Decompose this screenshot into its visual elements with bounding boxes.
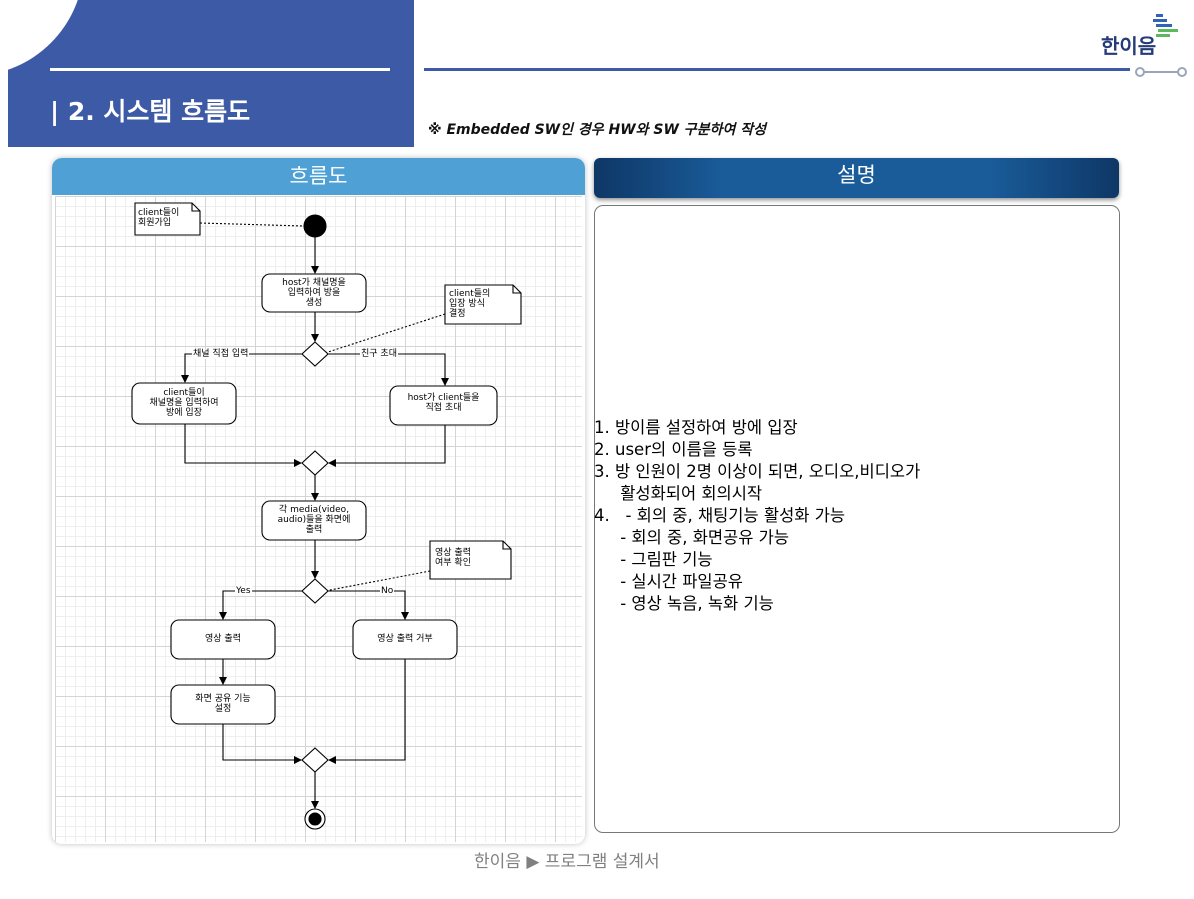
description-line: - 그림판 기능 bbox=[594, 550, 713, 569]
description-line: 3. 방 인원이 2명 이상이 되면, 오디오,비디오가 bbox=[594, 462, 921, 481]
node-line: audio)들을 화면에 bbox=[277, 515, 351, 525]
note-line: 여부 확인 bbox=[435, 558, 471, 568]
node-line: 생성 bbox=[305, 298, 323, 308]
node-line: 설정 bbox=[214, 704, 232, 714]
node-line: 영상 출력 거부 bbox=[377, 634, 433, 644]
note-entry-method: client들의 입장 방식 결정 bbox=[449, 289, 490, 319]
note-line: 회원가입 bbox=[138, 218, 172, 228]
flow-canvas: client들이 회원가입 client들의 입장 방식 결정 영상 출력 여부… bbox=[55, 196, 582, 842]
description-line: 1. 방이름 설정하여 방에 입장 bbox=[594, 418, 798, 437]
description-line: - 실시간 파일공유 bbox=[594, 572, 743, 591]
node-media-output: 각 media(video, audio)들을 화면에 출력 bbox=[262, 505, 366, 535]
flow-panel: 흐름도 bbox=[52, 158, 585, 844]
node-line: 방에 입장 bbox=[166, 408, 202, 418]
note-line: 입장 방식 bbox=[449, 299, 485, 309]
node-line: 입력하여 방을 bbox=[287, 288, 341, 298]
node-video-output: 영상 출력 bbox=[171, 634, 275, 644]
node-host-create-shape bbox=[261, 273, 367, 313]
node-line: host가 client들을 bbox=[407, 393, 480, 403]
decision-video-diamond bbox=[301, 578, 329, 604]
description-line: - 회의 중, 화면공유 가능 bbox=[594, 528, 790, 547]
node-screen-share: 화면 공유 기능 설정 bbox=[171, 694, 275, 714]
decision-entry-diamond bbox=[301, 341, 329, 367]
edge-label-direct-input: 채널 직접 입력 bbox=[192, 349, 250, 359]
description-box bbox=[594, 205, 1120, 833]
node-host-invite-shape bbox=[389, 385, 498, 426]
logo-icon bbox=[1135, 14, 1187, 77]
node-client-direct-shape bbox=[131, 382, 237, 425]
node-line: 채널명을 입력하여 bbox=[149, 398, 219, 408]
flow-diagram bbox=[131, 202, 522, 830]
description-line: - 영상 녹음, 녹화 기능 bbox=[594, 594, 774, 613]
node-host-invite: host가 client들을 직접 초대 bbox=[390, 393, 497, 413]
header-arc-decoration bbox=[8, 0, 84, 76]
footer: 한이음 ▶ 프로그램 설계서 bbox=[474, 852, 660, 872]
start-node bbox=[303, 214, 327, 238]
merge-entry-diamond bbox=[301, 450, 329, 476]
node-host-create: host가 채널명을 입력하여 방을 생성 bbox=[262, 278, 366, 308]
note-entry-method-shape bbox=[444, 284, 522, 325]
node-line: 출력 bbox=[305, 525, 323, 535]
section-title: | 2. 시스템 흐름도 bbox=[50, 97, 251, 126]
note-link-signup bbox=[199, 222, 304, 227]
edge-label-no: No bbox=[380, 586, 395, 596]
embedded-note: ※ Embedded SW인 경우 HW와 SW 구분하여 작성 bbox=[428, 122, 766, 138]
flow-panel-header: 흐름도 bbox=[52, 158, 585, 195]
edge-label-friend-invite: 친구 초대 bbox=[360, 349, 398, 359]
node-line: host가 채널명을 bbox=[282, 278, 346, 288]
note-line: 결정 bbox=[449, 309, 466, 319]
note-line: client들이 bbox=[138, 208, 180, 218]
top-rule bbox=[424, 68, 1130, 71]
end-node-inner bbox=[308, 812, 322, 826]
note-line: 영상 출력 bbox=[435, 548, 471, 558]
description-line: 2. user의 이름을 등록 bbox=[594, 440, 753, 459]
note-link-entry bbox=[324, 313, 446, 354]
note-line: client들의 bbox=[449, 289, 491, 299]
description-line: 4. - 회의 중, 채팅기능 활성화 가능 bbox=[594, 506, 846, 525]
node-video-refuse: 영상 출력 거부 bbox=[353, 634, 457, 644]
note-video-check-shape bbox=[429, 540, 512, 580]
node-line: 화면 공유 기능 bbox=[195, 694, 251, 704]
node-media-output-shape bbox=[261, 500, 367, 541]
node-line: 영상 출력 bbox=[205, 634, 241, 644]
note-video-check: 영상 출력 여부 확인 bbox=[435, 548, 471, 568]
header-band bbox=[8, 0, 414, 147]
merge-final-diamond bbox=[301, 747, 329, 773]
note-link-video bbox=[324, 570, 431, 592]
description-panel-header: 설명 bbox=[594, 158, 1119, 198]
edge-label-yes: Yes bbox=[235, 586, 252, 596]
header-underline bbox=[50, 68, 390, 71]
node-client-direct: client들이 채널명을 입력하여 방에 입장 bbox=[132, 388, 236, 418]
note-client-signup: client들이 회원가입 bbox=[138, 208, 179, 228]
node-line: client들이 bbox=[163, 388, 205, 398]
description-list: 1. 방이름 설정하여 방에 입장 2. user의 이름을 등록 3. 방 인… bbox=[594, 417, 920, 615]
logo-text: 한이음 bbox=[1101, 34, 1157, 58]
node-line: 각 media(video, bbox=[278, 505, 350, 515]
description-line: 활성화되어 회의시작 bbox=[594, 484, 763, 503]
node-line: 직접 초대 bbox=[425, 403, 462, 413]
